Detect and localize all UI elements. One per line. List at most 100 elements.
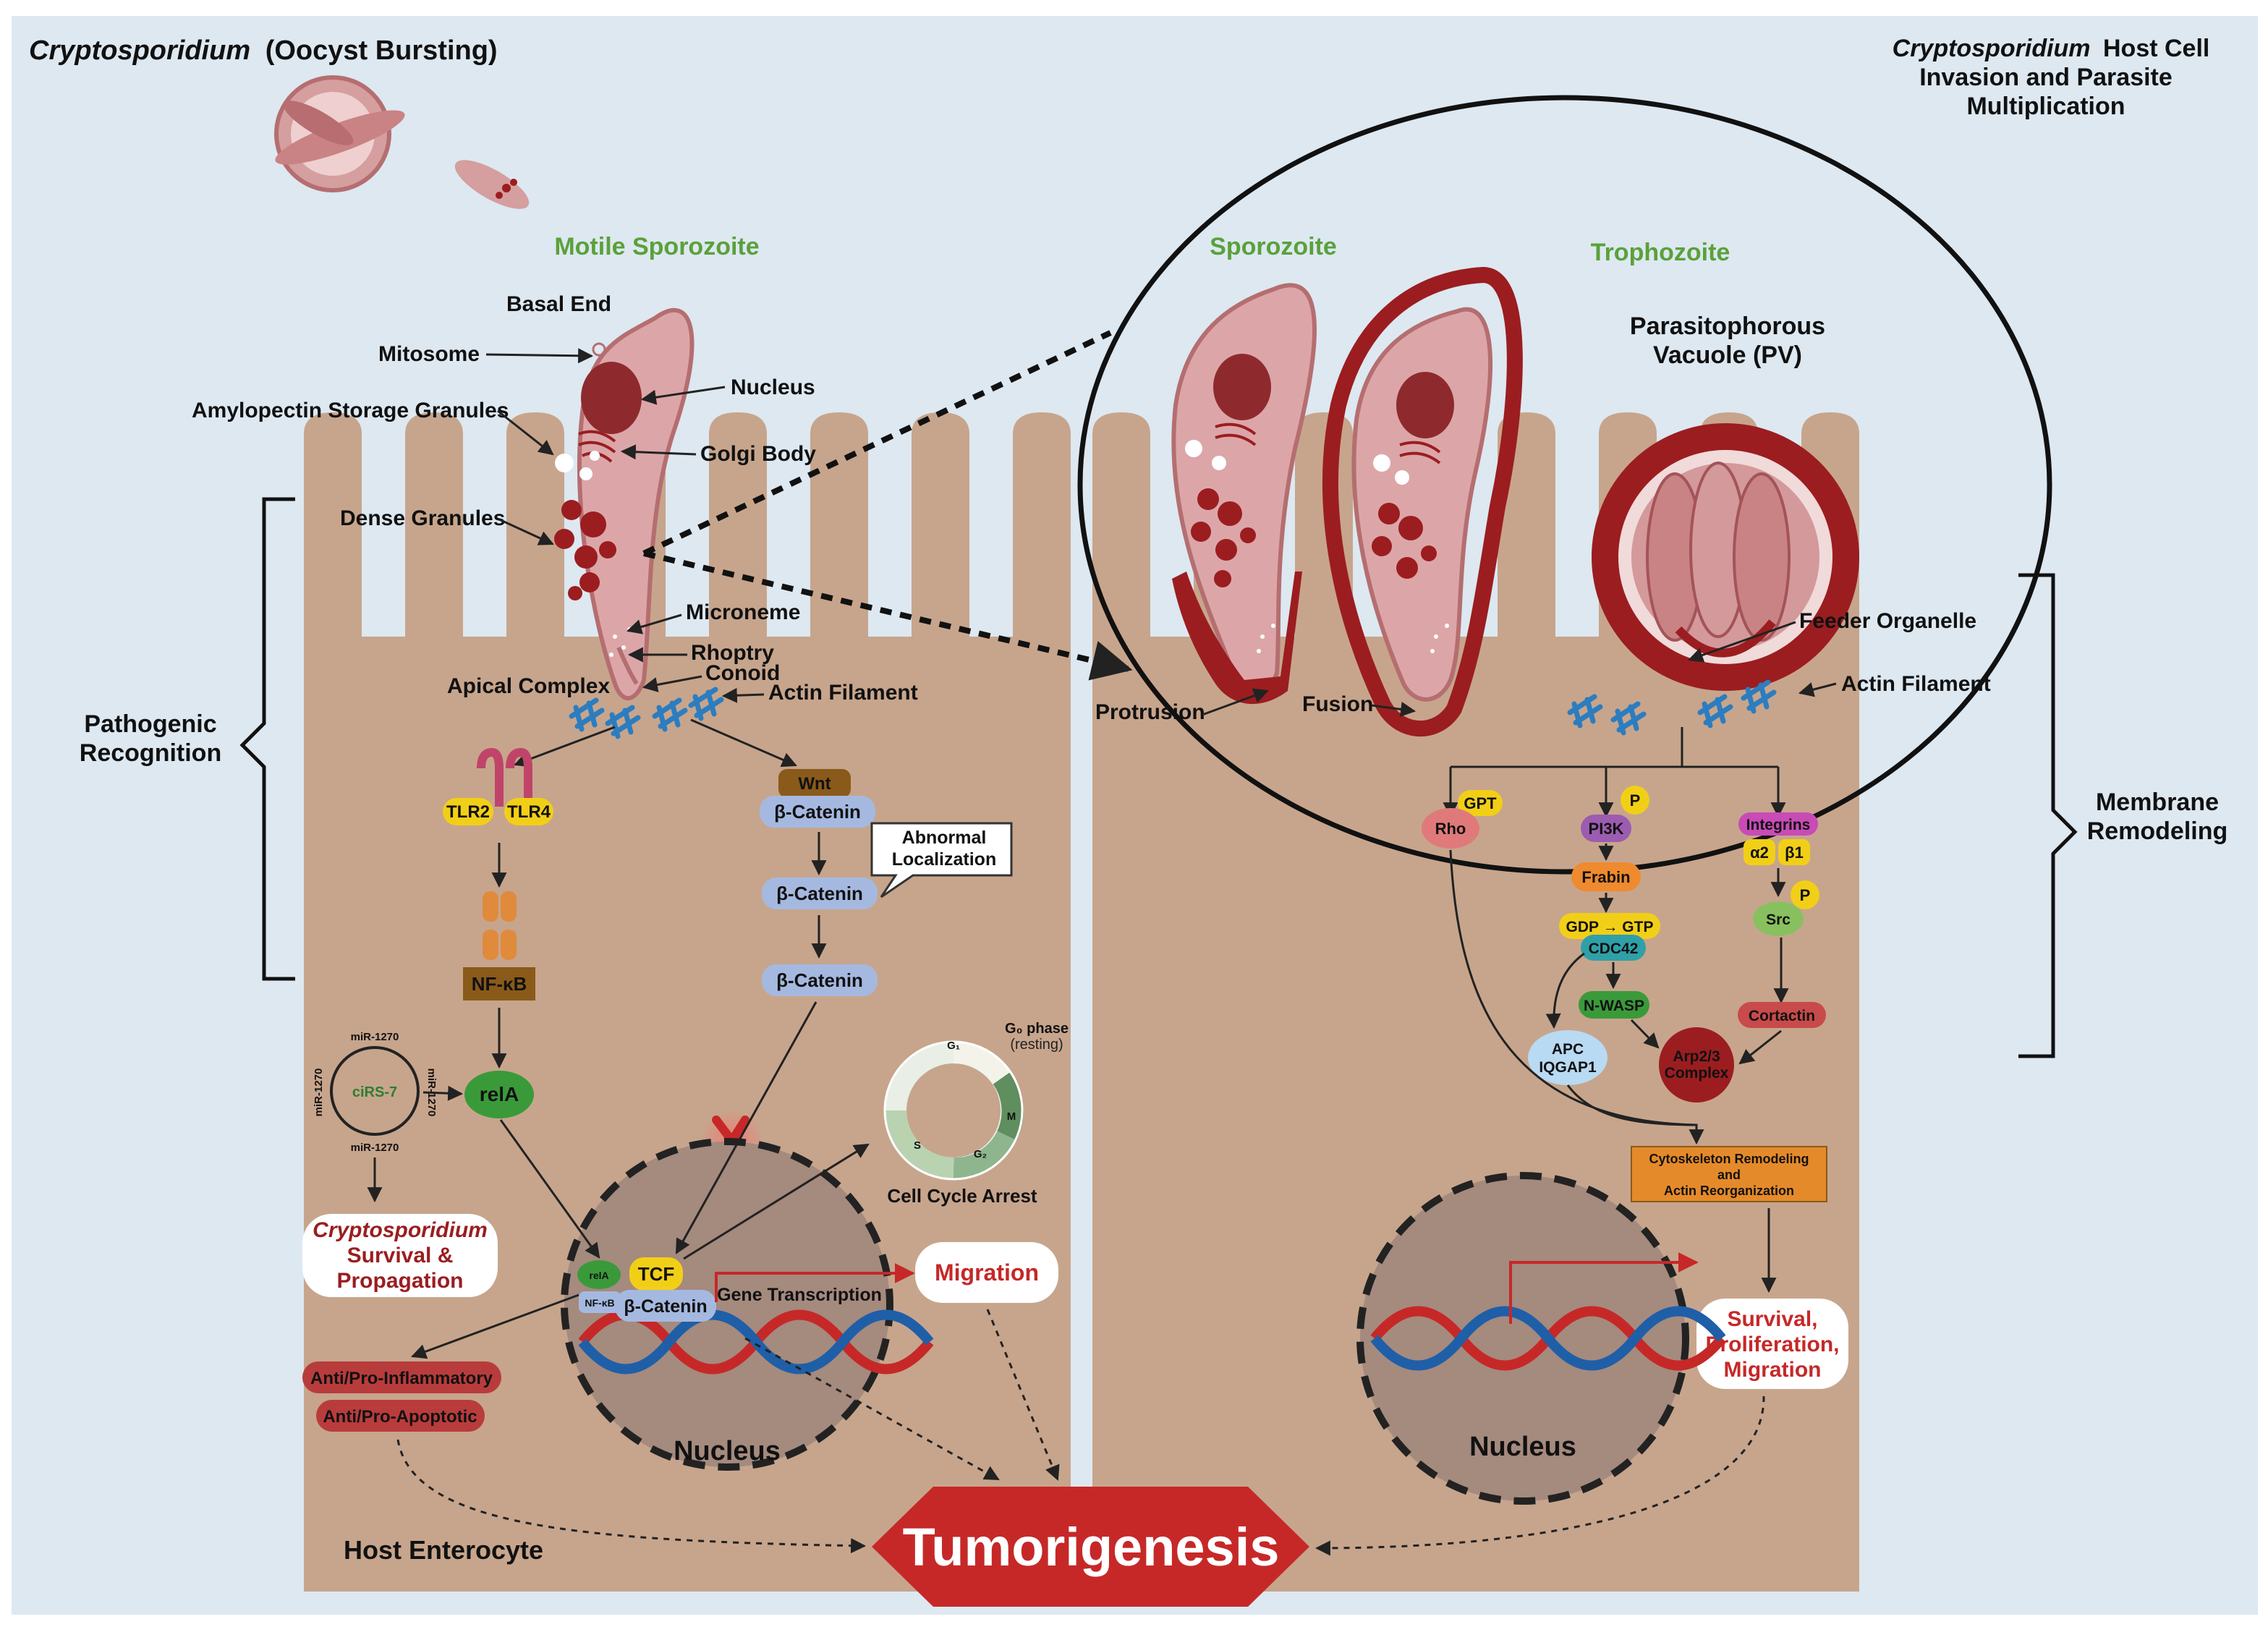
tlr2-label: TLR2 — [446, 802, 490, 822]
title-right-line3: Multiplication — [1966, 93, 2125, 120]
anti-apoptotic-label: Anti/Pro-Apoptotic — [323, 1407, 477, 1427]
label-motile-sporozoite: Motile Sporozoite — [554, 233, 759, 260]
svg-text:Cryptosporidium (Oocyst Bu: Cryptosporidium (Oocyst Bursting) — [29, 35, 498, 66]
nfkb-small-node — [579, 1291, 621, 1313]
cell-cycle-g2: G₂ — [974, 1148, 987, 1160]
wnt-node — [778, 769, 851, 798]
cdc42-node — [1581, 935, 1646, 961]
trophozoite-icon — [1322, 266, 1523, 737]
gdp-gtp-label: GDP → GTP — [1566, 919, 1654, 935]
tcf-node — [629, 1257, 683, 1291]
label-trophozoite: Trophozoite — [1591, 239, 1730, 266]
pi3k-node — [1581, 815, 1631, 842]
label-golgi: Golgi Body — [700, 442, 816, 466]
cell-cycle-g0: G₀ phase — [1005, 1021, 1069, 1037]
nwasp-node — [1579, 991, 1649, 1019]
title-left-italic: Cryptosporidium — [29, 35, 250, 66]
migration-box — [915, 1242, 1058, 1303]
cell-cycle-s: S — [914, 1139, 921, 1152]
cortactin-label: Cortactin — [1749, 1008, 1815, 1024]
label-actin-filament: Actin Filament — [768, 681, 918, 705]
cell-cycle-arrest-label: Cell Cycle Arrest — [887, 1185, 1037, 1207]
cdc42-label: CDC42 — [1589, 940, 1639, 957]
arp23-line2: Complex — [1665, 1065, 1729, 1082]
abnormal-line2: Localization — [892, 849, 996, 870]
label-protrusion: Protrusion — [1095, 700, 1205, 724]
survival-box-left — [302, 1214, 498, 1297]
abnormal-line1: Abnormal — [902, 828, 987, 848]
tlr4-label: TLR4 — [507, 802, 551, 822]
svg-text:Cryptosporidium Host Cell: Cryptosporidium Host Cell — [1893, 35, 2210, 62]
survival-left-line2: Survival & — [347, 1244, 454, 1267]
tumorigenesis-label: Tumorigenesis — [903, 1517, 1280, 1577]
frabin-node — [1571, 862, 1641, 891]
a2-node — [1744, 839, 1775, 865]
survival-left-line3: Propagation — [336, 1269, 463, 1293]
anti-inflammatory-label: Anti/Pro-Inflammatory — [310, 1369, 493, 1388]
survival-right-line1: Survival, — [1727, 1307, 1817, 1331]
gpt-label: GPT — [1464, 794, 1497, 812]
label-pv-line1: Parasitophorous — [1630, 313, 1825, 340]
rho-node — [1422, 808, 1479, 849]
rela-small-node — [577, 1260, 621, 1289]
gpt-node — [1458, 790, 1503, 816]
label-apical-complex: Apical Complex — [447, 674, 610, 698]
label-recognition: Recognition — [80, 739, 221, 767]
arp23-node — [1659, 1027, 1734, 1102]
sporozoite-icon — [1171, 283, 1317, 705]
cortactin-node — [1738, 1002, 1826, 1028]
label-rhoptry: Rhoptry — [691, 641, 774, 665]
rela-label: relA — [480, 1083, 519, 1105]
beta-catenin-label-3: β-Catenin — [776, 969, 863, 991]
title-left-rest: (Oocyst Bursting) — [266, 35, 498, 66]
motile-sporozoite-icon — [554, 307, 695, 700]
wnt-label: Wnt — [798, 774, 831, 794]
beta-catenin-node-nuclear — [615, 1290, 716, 1322]
nfkb-complex-icon — [483, 891, 517, 960]
nucleus-left-label: Nucleus — [674, 1436, 781, 1466]
abnormal-localization-callout — [870, 822, 1013, 898]
src-node — [1753, 901, 1804, 936]
arp23-line1: Arp2/3 — [1673, 1048, 1720, 1065]
beta-catenin-node-2 — [762, 878, 878, 909]
integrins-node — [1738, 812, 1818, 836]
rela-small-label: relA — [589, 1270, 608, 1281]
zoom-line-bottom — [643, 551, 1133, 681]
zoom-line-top — [642, 330, 1112, 556]
apc-iqgap1-node — [1528, 1030, 1607, 1085]
transcription-arrow — [715, 1263, 915, 1302]
label-fusion: Fusion — [1302, 692, 1373, 716]
title-right-line1: Host Cell — [2103, 35, 2209, 62]
label-pathogenic: Pathogenic — [84, 710, 216, 738]
p-node-1 — [1621, 786, 1649, 815]
nucleus-right — [1356, 1172, 1689, 1505]
parasitophorous-vacuole-icon — [1592, 423, 1859, 691]
p-label-2: P — [1800, 886, 1811, 904]
oocyst-icon — [274, 75, 530, 209]
label-nucleus: Nucleus — [731, 375, 815, 399]
anti-inflammatory-node — [302, 1361, 501, 1393]
gdp-gtp-node — [1559, 913, 1660, 939]
survival-right-line3: Migration — [1724, 1358, 1822, 1382]
cytoskeleton-node — [1631, 1146, 1827, 1202]
cell-cycle-m: M — [1007, 1110, 1016, 1123]
nwasp-label: N-WASP — [1584, 998, 1644, 1014]
cell-cycle-g1: G₁ — [947, 1040, 960, 1052]
tlr-receptor-icon — [477, 747, 532, 807]
beta-catenin-label-nuclear: β-Catenin — [624, 1296, 707, 1317]
nfkb-label: NF-κB — [472, 973, 527, 995]
nfkb-node — [463, 967, 535, 1000]
cytoskeleton-line2: and — [1717, 1168, 1741, 1182]
mir-label-bottom: miR-1270 — [351, 1142, 399, 1154]
transcription-arrow-right — [1509, 1252, 1699, 1324]
cell-cycle-resting: (resting) — [1010, 1037, 1063, 1053]
title-right-italic: Cryptosporidium — [1893, 35, 2091, 62]
label-sporozoite: Sporozoite — [1210, 233, 1337, 260]
host-enterocyte-label: Host Enterocyte — [344, 1535, 543, 1565]
cytoskeleton-line1: Cytoskeleton Remodeling — [1649, 1152, 1809, 1166]
survival-box-right — [1696, 1299, 1848, 1389]
rho-label: Rho — [1435, 820, 1466, 838]
label-membrane: Membrane — [2096, 789, 2219, 816]
